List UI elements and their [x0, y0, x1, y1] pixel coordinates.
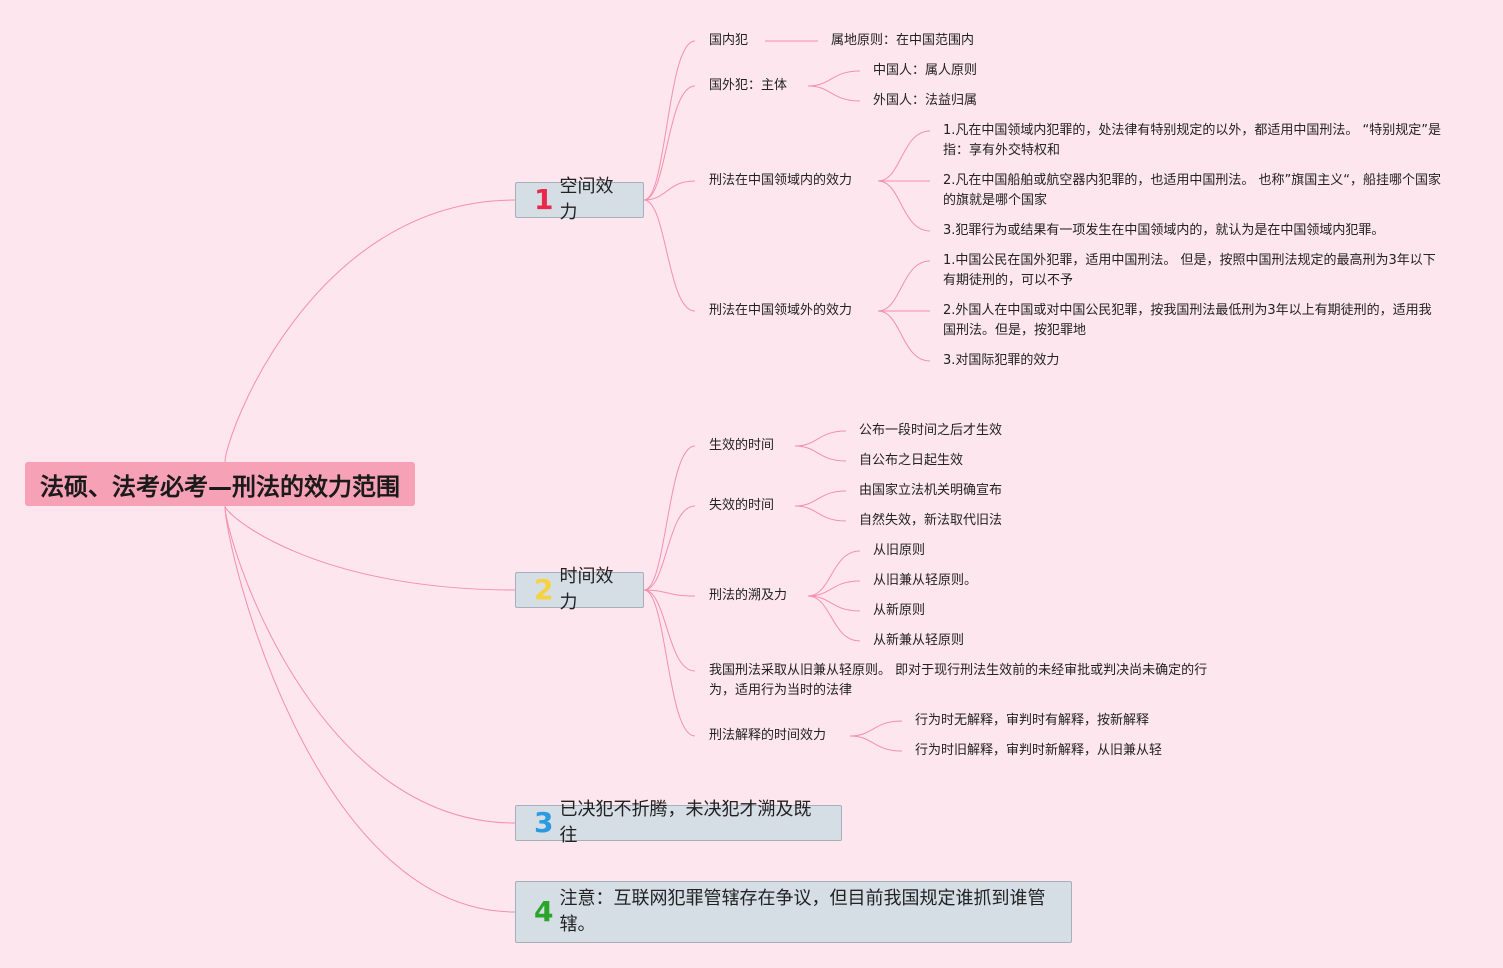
link-b2-g2-1	[807, 580, 861, 597]
topic-expiry-time[interactable]: 失效的时间	[709, 498, 775, 513]
link-b1-child-0	[643, 40, 696, 201]
link-b2-child-4	[643, 589, 696, 737]
topic-within-1[interactable]: 1.凡在中国领域内犯罪的，处法律有特别规定的以外，都适用中国刑法。 “特别规定”…	[943, 123, 1442, 158]
topic-effective-immediate[interactable]: 自公布之日起生效	[859, 453, 964, 468]
link-b2-g2-0	[807, 550, 861, 597]
link-b1-g3-2	[877, 310, 931, 362]
topic-interp-2[interactable]: 行为时旧解释，审判时新解释，从旧兼从轻	[915, 743, 1163, 758]
link-b2-child-0	[643, 445, 696, 591]
link-b2-g0-1	[794, 445, 847, 462]
branch-label: 空间效力	[559, 176, 614, 223]
link-b2-g2-3	[807, 595, 861, 642]
branch-number-1: 1	[534, 183, 554, 216]
topic-effective-time[interactable]: 生效的时间	[709, 438, 775, 453]
link-b2-g1-1	[794, 505, 847, 522]
branch-spatial-effect[interactable]: 1 空间效力	[515, 176, 644, 223]
topic-chinese-nationals[interactable]: 中国人：属人原则	[873, 63, 978, 78]
topic-domestic-crime[interactable]: 国内犯	[709, 33, 749, 48]
branch-internet-jurisdiction[interactable]: 4 注意：互联网犯罪管辖存在争议，但目前我国规定谁抓到谁管辖。	[515, 881, 1072, 943]
link-root-branch-1	[224, 199, 516, 463]
topic-outside-territory[interactable]: 刑法在中国领域外的效力	[709, 303, 853, 318]
link-b1-g3-0	[877, 260, 931, 312]
topic-expiry-declared[interactable]: 由国家立法机关明确宣布	[859, 483, 1003, 498]
link-b1-child-2	[643, 180, 696, 201]
link-b1-child-3	[643, 199, 696, 312]
topic-interpretation[interactable]: 刑法解释的时间效力	[709, 728, 827, 743]
link-root-branch-4	[224, 505, 516, 913]
link-b2-child-3	[643, 589, 696, 672]
root-topic[interactable]: 法硕、法考必考—刑法的效力范围	[25, 462, 415, 506]
branch-number-2: 2	[534, 573, 554, 606]
topic-china-principle[interactable]: 我国刑法采取从旧兼从轻原则。 即对于现行刑法生效前的未经审批或判决尚未确定的行为…	[709, 663, 1208, 698]
topic-retro-new-lenient[interactable]: 从新兼从轻原则	[873, 633, 965, 648]
topic-retro-old[interactable]: 从旧原则	[873, 543, 926, 558]
topic-effective-delay[interactable]: 公布一段时间之后才生效	[859, 423, 1003, 438]
branch-label: 注意：互联网犯罪管辖存在争议，但目前我国规定谁抓到谁管辖。	[559, 888, 1046, 935]
branch-temporal-effect[interactable]: 2 时间效力	[515, 566, 644, 613]
link-b2-g2-2	[807, 595, 861, 612]
link-b2-g0-0	[794, 430, 847, 447]
link-b1-g1-1	[807, 85, 861, 102]
link-b2-g4-1	[849, 735, 903, 752]
topic-outside-1[interactable]: 1.中国公民在国外犯罪，适用中国刑法。 但是，按照中国刑法规定的最高刑为3年以下…	[943, 253, 1436, 288]
topic-retroactivity[interactable]: 刑法的溯及力	[709, 588, 788, 603]
topic-interp-1[interactable]: 行为时无解释，审判时有解释，按新解释	[915, 713, 1150, 728]
link-b1-g1-0	[807, 70, 861, 87]
branch-number-4: 4	[534, 895, 554, 928]
branch-label: 已决犯不折腾，未决犯才溯及既往	[559, 799, 812, 846]
link-root-branch-2	[224, 505, 516, 591]
topic-foreign-crime[interactable]: 国外犯：主体	[709, 78, 788, 93]
topic-outside-2[interactable]: 2.外国人在中国或对中国公民犯罪，按我国刑法最低刑为3年以上有期徒刑的，适用我国…	[943, 303, 1432, 338]
topic-foreigners[interactable]: 外国人：法益归属	[873, 93, 978, 108]
branch-label: 时间效力	[559, 566, 614, 613]
topic-within-territory[interactable]: 刑法在中国领域内的效力	[709, 173, 853, 188]
branch-decided-cases[interactable]: 3 已决犯不折腾，未决犯才溯及既往	[515, 799, 842, 846]
root-title: 法硕、法考必考—刑法的效力范围	[40, 472, 400, 501]
branch-number-3: 3	[534, 806, 554, 839]
link-b2-child-2	[643, 589, 696, 597]
topic-retro-new[interactable]: 从新原则	[873, 603, 926, 618]
link-b2-g4-0	[849, 720, 903, 737]
topic-expiry-natural[interactable]: 自然失效，新法取代旧法	[859, 513, 1003, 528]
topic-retro-old-lenient[interactable]: 从旧兼从轻原则。	[873, 573, 978, 588]
topic-within-2[interactable]: 2.凡在中国船舶或航空器内犯罪的，也适用中国刑法。 也称”旗国主义“，船挂哪个国…	[943, 173, 1442, 208]
topic-within-3[interactable]: 3.犯罪行为或结果有一项发生在中国领域内的，就认为是在中国领域内犯罪。	[943, 223, 1385, 238]
link-b1-g2-2	[877, 180, 931, 232]
topic-territorial-principle[interactable]: 属地原则：在中国范围内	[831, 33, 975, 48]
link-b1-child-1	[643, 85, 696, 201]
link-b1-g2-0	[877, 130, 931, 182]
link-b2-child-1	[643, 505, 696, 591]
topic-outside-3[interactable]: 3.对国际犯罪的效力	[943, 353, 1060, 368]
link-b2-g1-0	[794, 490, 847, 507]
link-root-branch-3	[224, 505, 516, 824]
